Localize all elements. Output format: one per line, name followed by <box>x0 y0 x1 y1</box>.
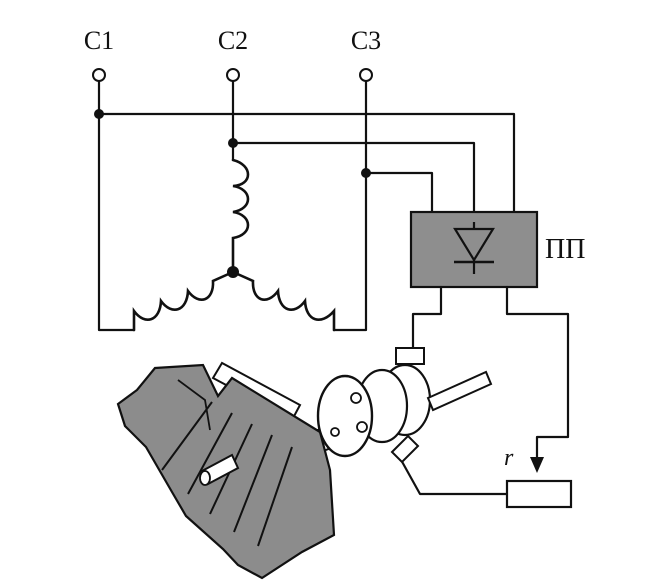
ring-bolt <box>356 421 368 433</box>
junction-dot <box>361 168 371 178</box>
terminal-c2 <box>226 68 240 82</box>
neutral-point-dot <box>227 266 239 278</box>
field-winding-turn <box>233 434 273 533</box>
rheostat-slider-arrow <box>530 457 544 473</box>
c2-to-converter-wire <box>231 141 476 214</box>
brush-top <box>395 347 425 365</box>
slip-ring-front <box>316 374 374 458</box>
c3-to-converter-wire <box>364 171 434 214</box>
field-winding-turn <box>187 412 233 495</box>
rear-shaft <box>426 370 493 412</box>
c1-to-left-coil-wire <box>97 112 136 332</box>
field-winding-turn <box>257 446 293 547</box>
diode-symbol <box>453 222 495 274</box>
c3-to-right-coil-wire <box>332 171 368 332</box>
terminal-label-c3: C3 <box>351 26 381 55</box>
c1-to-converter-wire <box>97 112 516 214</box>
rotor-illustration <box>116 347 493 580</box>
brush-to-rheostat-wire <box>398 456 509 496</box>
brush-bottom <box>390 434 420 464</box>
terminal-c3 <box>359 68 373 82</box>
converter-label: ПП <box>545 234 585 265</box>
stator-winding-phase-a <box>132 270 235 332</box>
junction-dot <box>94 109 104 119</box>
converter-to-rheostat-wire <box>505 285 570 470</box>
junction-dot <box>228 138 238 148</box>
terminal-c1 <box>92 68 106 82</box>
ring-bolt <box>330 427 340 437</box>
stator-winding-phase-b <box>231 158 250 274</box>
stator-winding-phase-c <box>231 270 336 332</box>
converter-to-brush-wire <box>411 285 443 353</box>
terminal-label-c2: C2 <box>218 26 248 55</box>
ring-bolt <box>350 392 362 404</box>
rheostat-body <box>505 479 573 509</box>
pole-shoe-edge <box>177 379 211 431</box>
rheostat-label: r <box>504 445 514 471</box>
field-winding-turn <box>161 401 213 471</box>
terminal-label-c1: C1 <box>84 26 114 55</box>
